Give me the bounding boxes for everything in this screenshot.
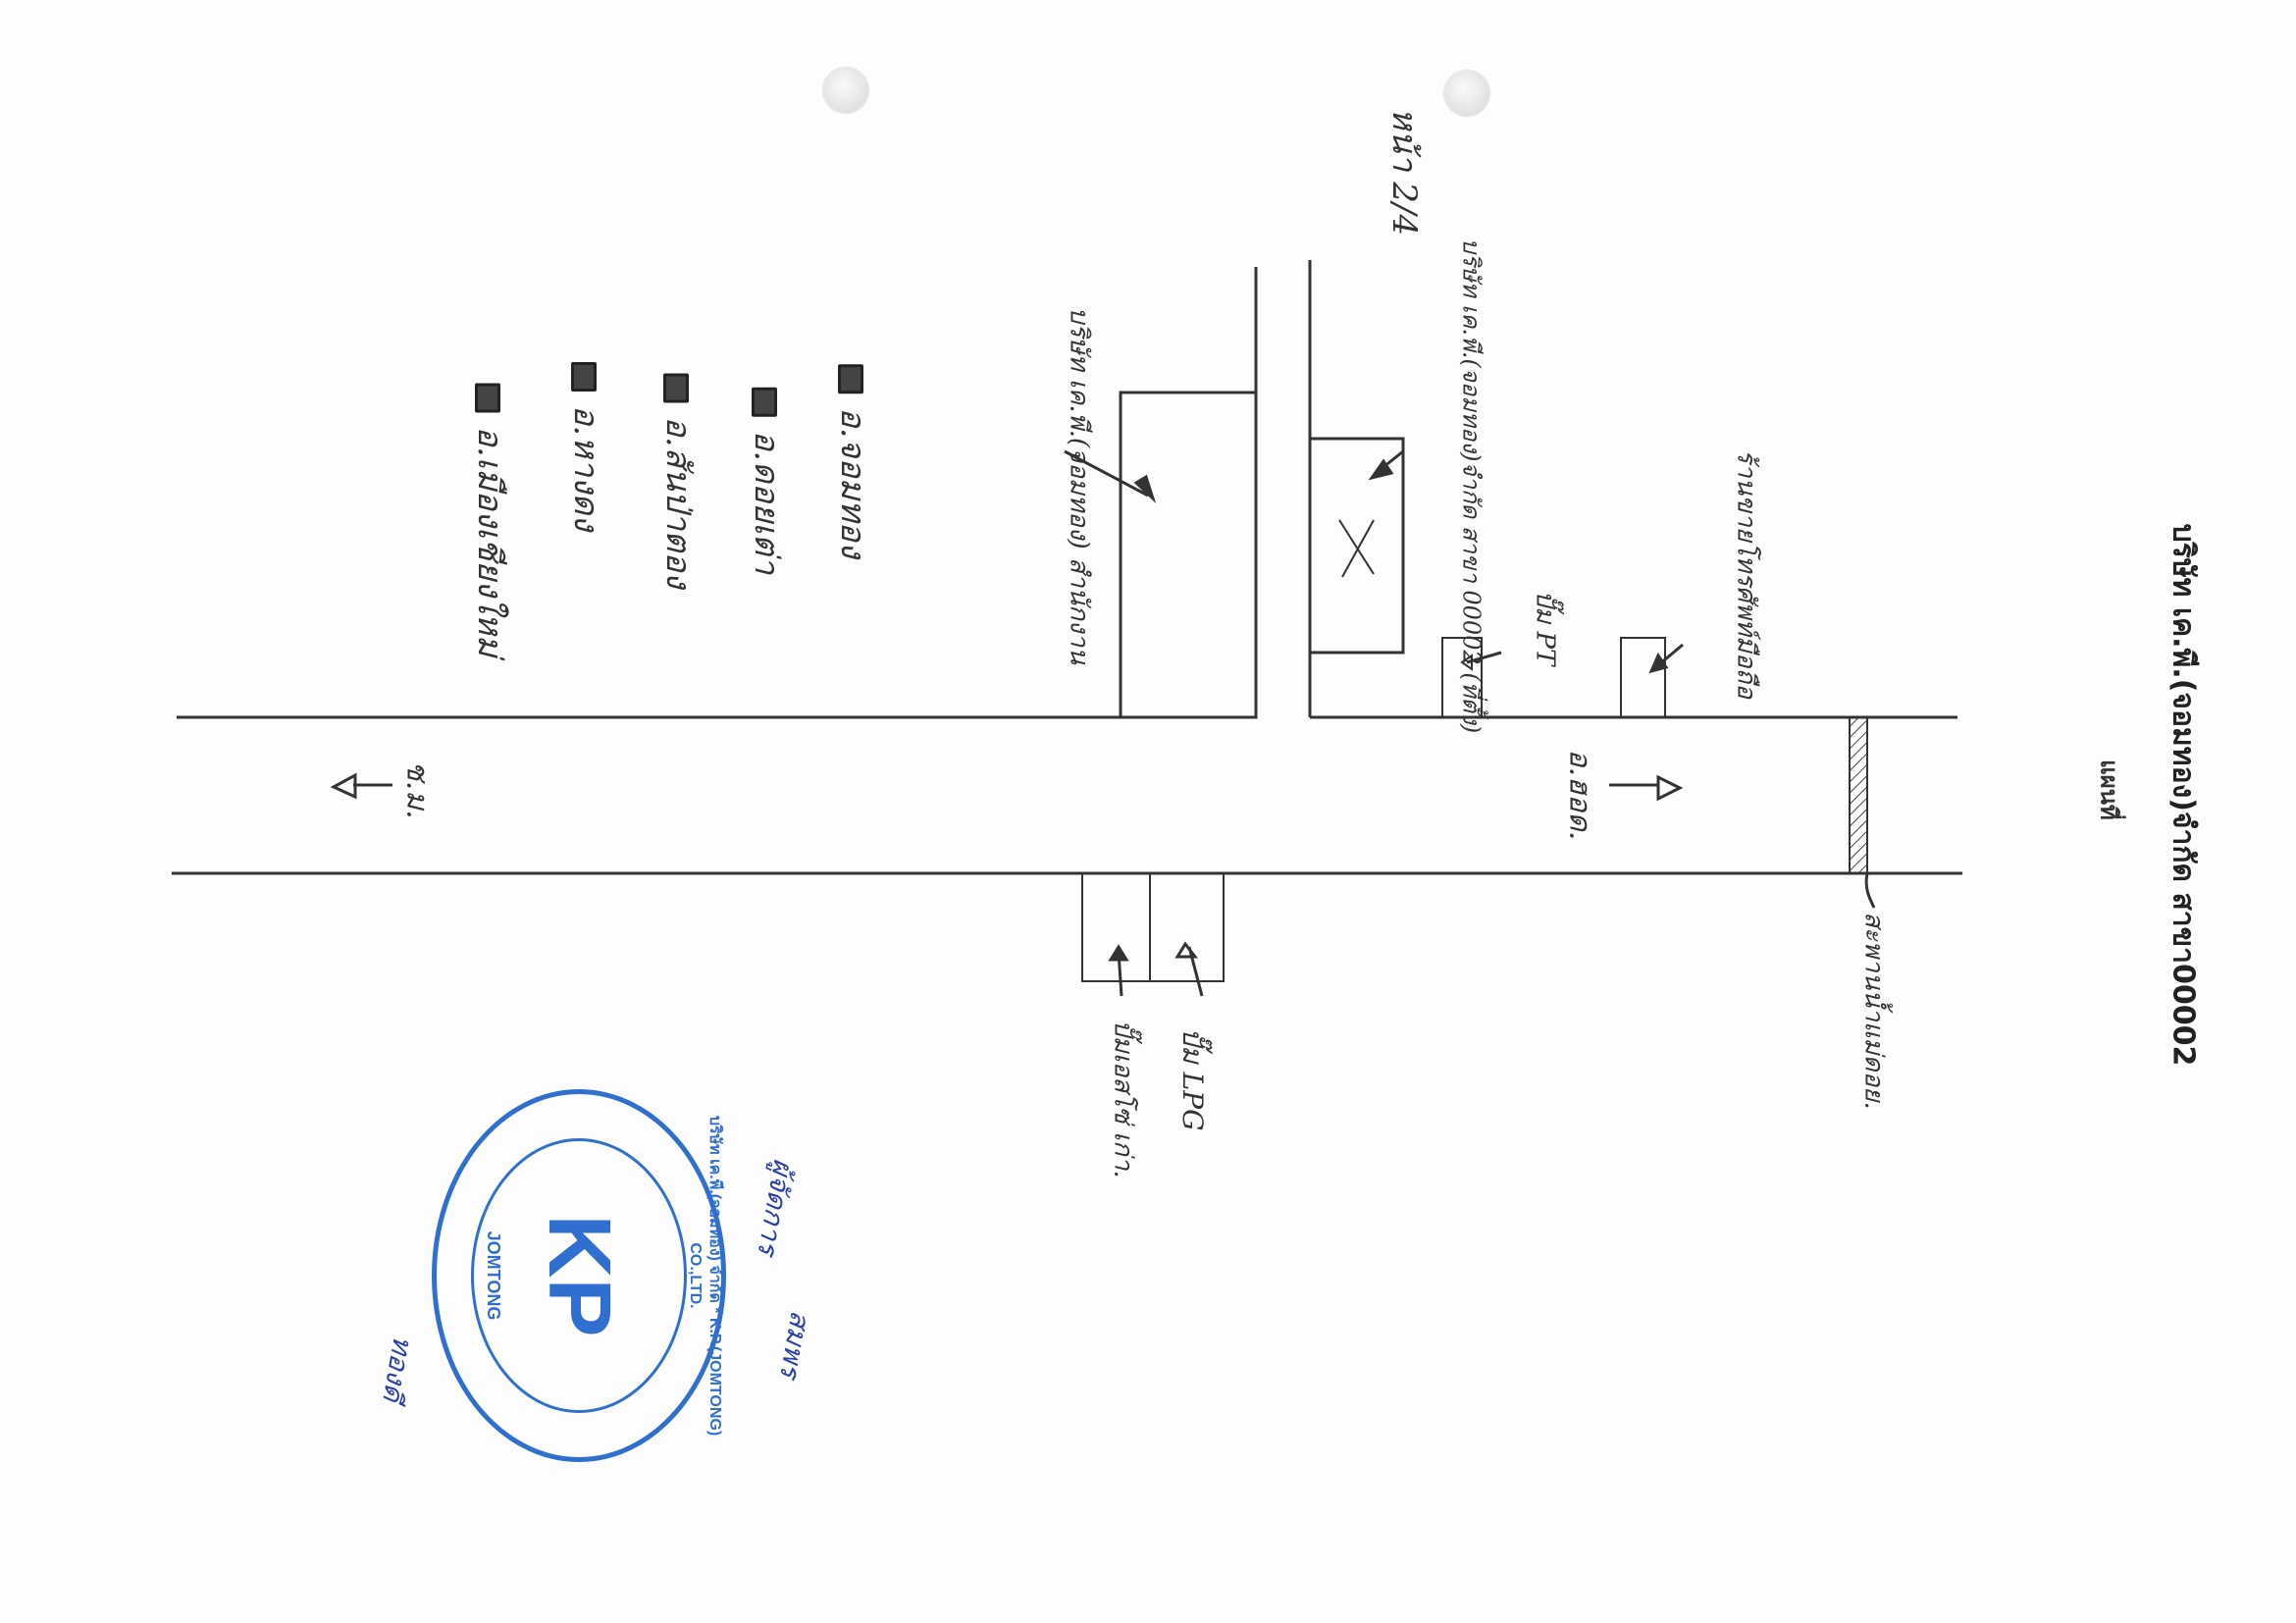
arrow-head bbox=[1656, 774, 1684, 802]
legend-item: อ.หางดง bbox=[560, 361, 613, 532]
branch-x-mark bbox=[1338, 519, 1375, 575]
branch-x-mark bbox=[1341, 519, 1375, 578]
legend-item: อ.ดอยเต่า bbox=[741, 387, 794, 575]
legend-label: อ.จอมทอง bbox=[833, 407, 872, 558]
legend-label: อ.สันป่าตอง bbox=[658, 416, 698, 589]
legend-box-icon bbox=[838, 364, 863, 394]
arrow-head bbox=[1460, 654, 1473, 671]
pt-pump-label: ปั๊ม PT bbox=[1530, 590, 1560, 666]
arrow-head bbox=[1648, 652, 1669, 674]
lpg-old-pump-building bbox=[1081, 872, 1225, 982]
branch-label: บริษัท เค.พี.(จอมทอง)จำกัด สาขา 00002 (ท… bbox=[1457, 237, 1486, 734]
legend-box-icon bbox=[752, 387, 777, 417]
bridge-hatch bbox=[1849, 716, 1868, 874]
shop-building bbox=[1620, 637, 1666, 718]
stamp-inner-text: JOMTONG bbox=[484, 1230, 503, 1321]
page-number: หน้า 2/4 bbox=[1384, 107, 1424, 236]
legend-label: อ.ดอยเต่า bbox=[747, 430, 786, 575]
punch-hole bbox=[823, 68, 868, 113]
arrow-head bbox=[330, 772, 357, 800]
stamp-outer-ring bbox=[432, 1089, 726, 1462]
bridge-leader bbox=[1864, 872, 1876, 909]
document-title: บริษัท เค.พี.(จอมทอง)จำกัด สาขา00002 bbox=[2166, 523, 2201, 1067]
punch-hole bbox=[1444, 71, 1489, 116]
road-direction-right: อ.ฮอด. bbox=[1562, 749, 1597, 841]
document-subtitle: แผนที่ bbox=[2095, 759, 2123, 820]
arrow-office bbox=[1064, 449, 1149, 497]
stamp-inner-ring bbox=[471, 1138, 687, 1413]
shop-label: ร้านขายโทรศัพท์มือถือ bbox=[1731, 449, 1761, 699]
pt-pump-building bbox=[1441, 637, 1483, 718]
legend-box-icon bbox=[571, 361, 597, 392]
legend-item: อ.จอมทอง bbox=[827, 364, 880, 558]
legend-item: อ.สันป่าตอง bbox=[652, 373, 705, 589]
arrow-head bbox=[1133, 474, 1157, 504]
bridge-label: สะพานน้ำแม่ดอย. bbox=[1858, 912, 1889, 1110]
stamp-outer-text: บริษัท เค.พี.(จอมทอง) จำกัด * K.P.(JOMTO… bbox=[687, 1115, 723, 1437]
legend-item: อ.เมืองเชียงใหม่ bbox=[464, 383, 517, 657]
stamp-logo: KP bbox=[530, 1214, 628, 1337]
arrow-head bbox=[1108, 944, 1129, 962]
legend-label: อ.หางดง bbox=[566, 404, 605, 532]
lpg-pump-label: ปั๊ม LPG bbox=[1176, 1027, 1209, 1131]
branch-building bbox=[1308, 437, 1405, 654]
arrow-head bbox=[1368, 458, 1394, 481]
road-direction-left: ช.ม. bbox=[399, 760, 435, 819]
legend-box-icon bbox=[663, 373, 689, 403]
arrow-head bbox=[1174, 941, 1199, 959]
legend-label: อ.เมืองเชียงใหม่ bbox=[470, 426, 509, 657]
legend-box-icon bbox=[475, 383, 500, 413]
old-pump-label: ปั๊มเอสโซ่ เก่า. bbox=[1108, 1020, 1138, 1178]
office-building bbox=[1119, 391, 1258, 719]
arrow-lpg bbox=[1187, 946, 1204, 997]
office-label: บริษัท เค.พี.(จอมทอง) สำนักงาน bbox=[1064, 307, 1094, 664]
